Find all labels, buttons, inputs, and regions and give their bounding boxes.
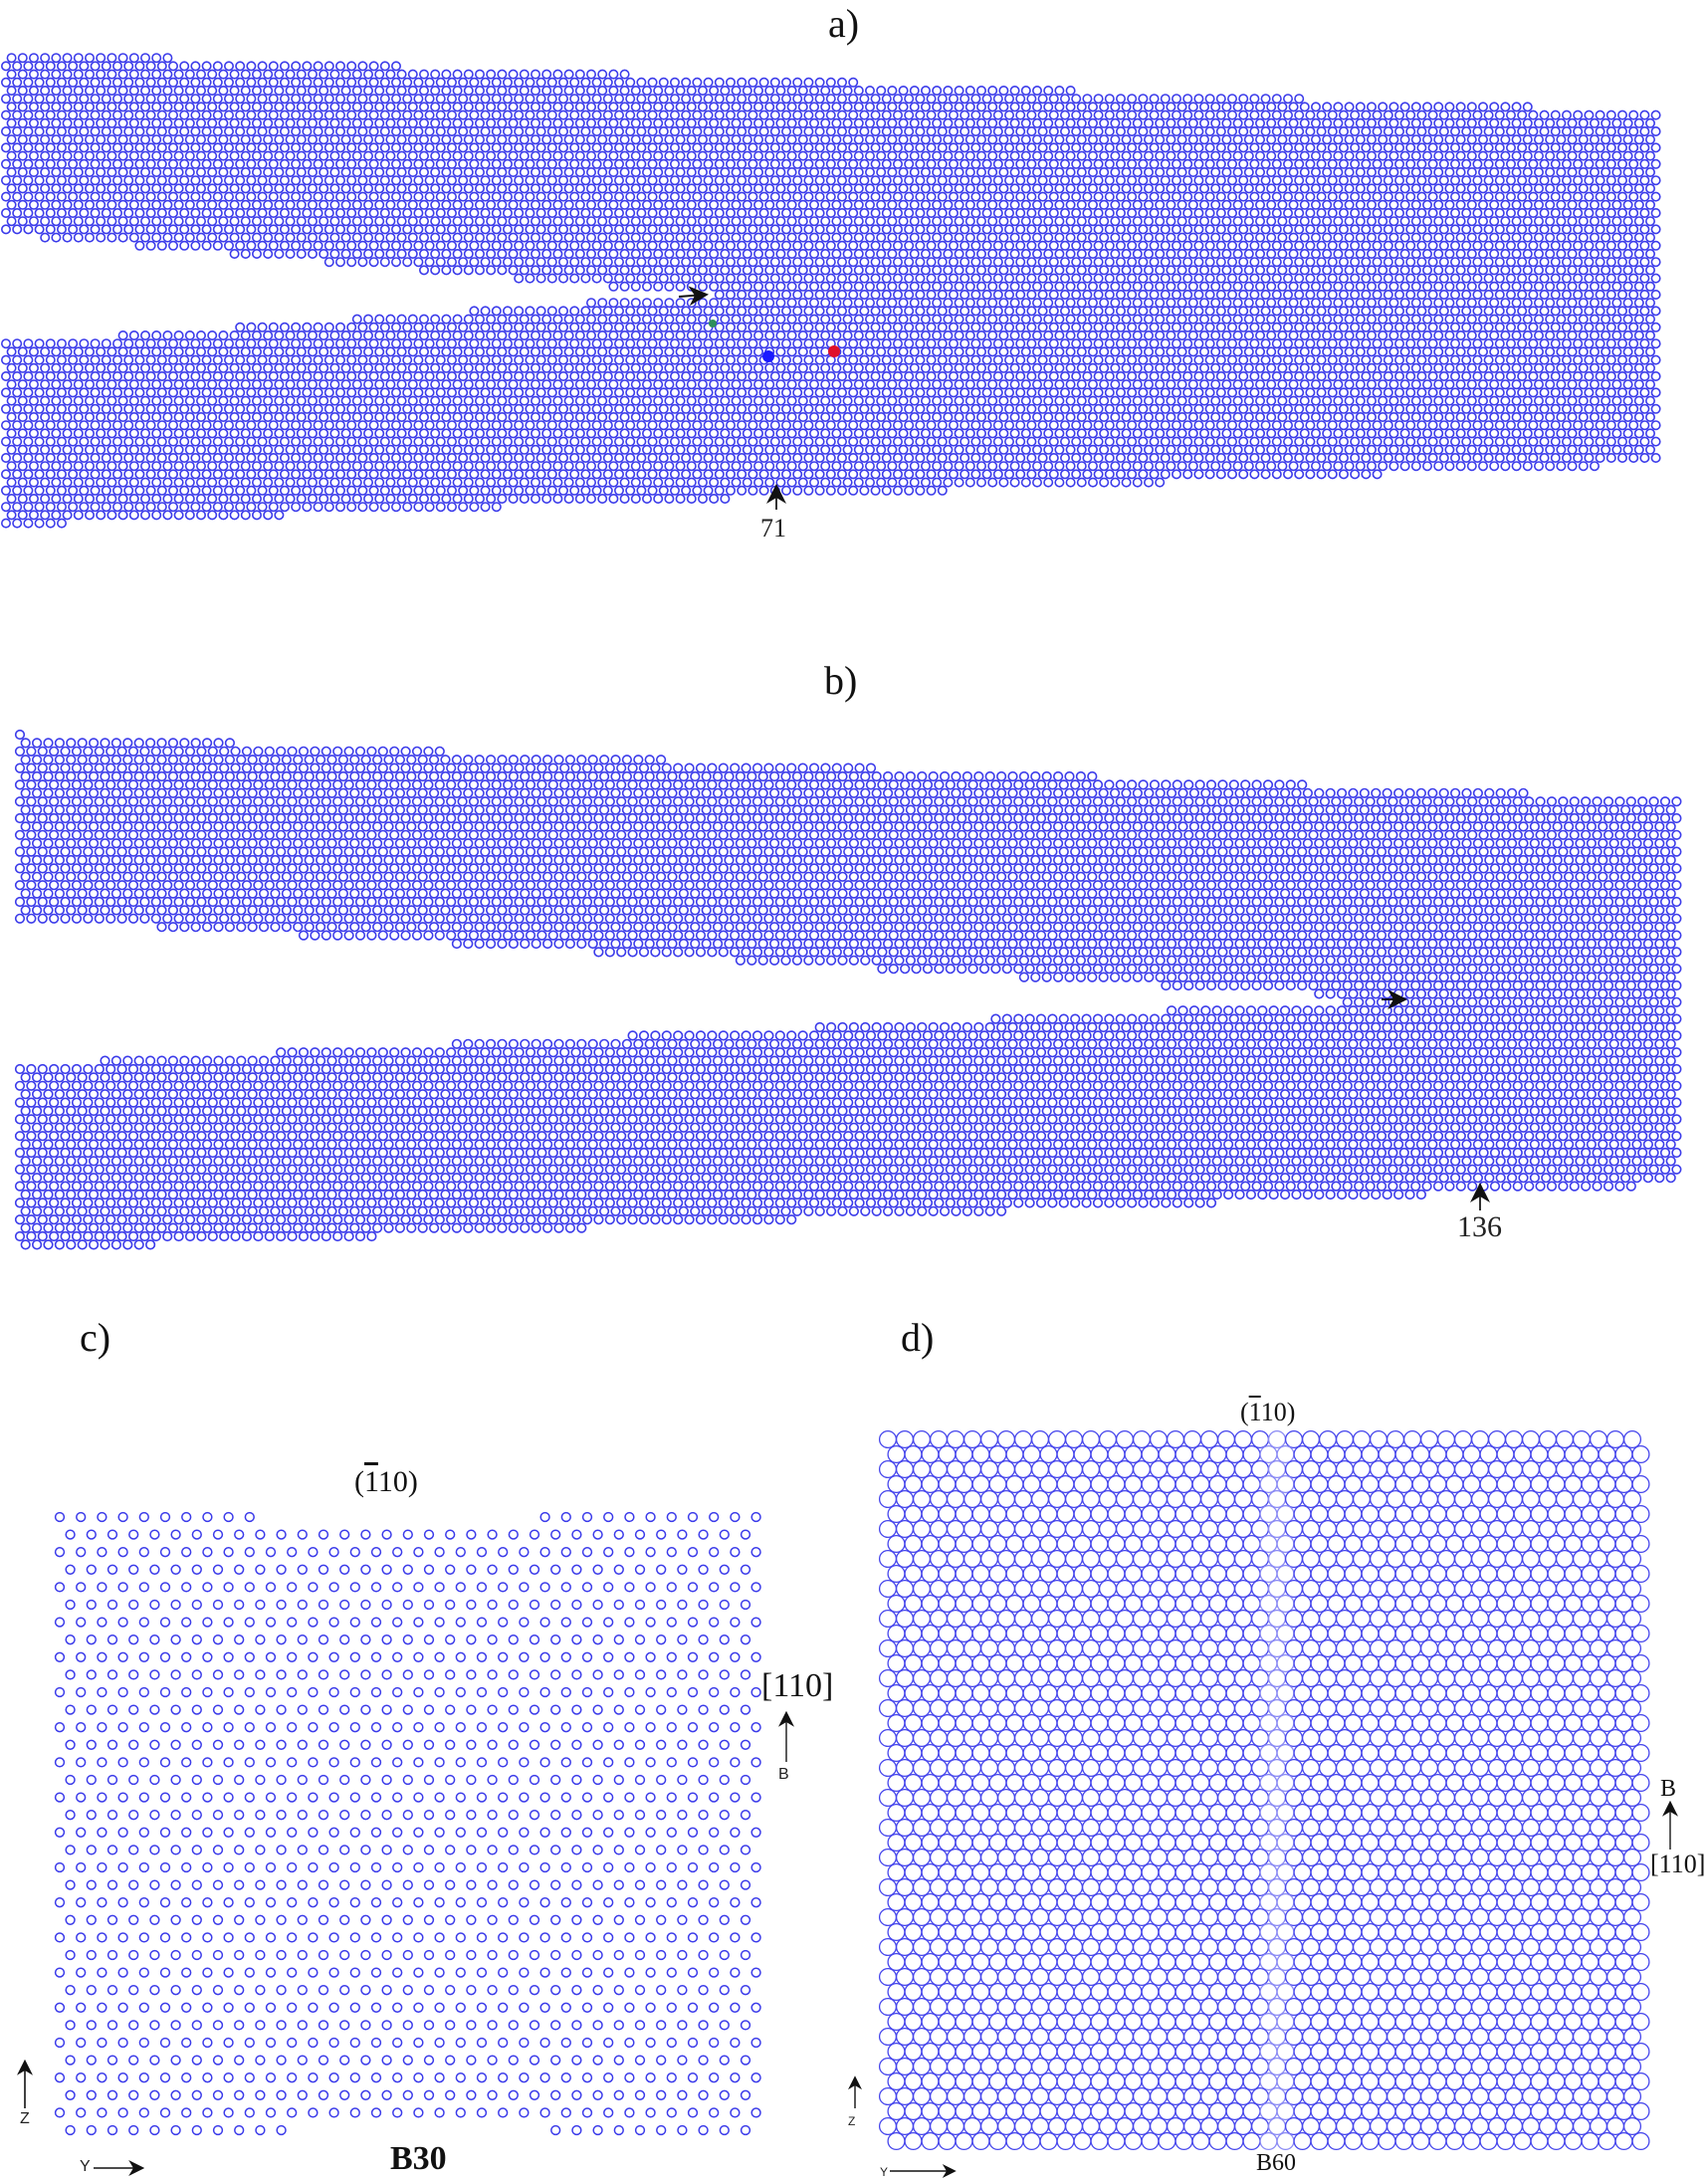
panel-d-atoms: [878, 1429, 1650, 2151]
panel-a-crack-tip-arrow-icon: [678, 286, 709, 307]
panel-d-label: d): [901, 1315, 935, 1360]
panel-b-atoms: [14, 729, 1682, 1250]
panel-d-dislocation-label: B60: [1256, 2150, 1297, 2176]
panel-a-atoms: [1, 53, 1661, 529]
panel-c-axis-y-label: Y: [80, 2158, 91, 2175]
panel-a-position-marker: 71: [760, 514, 786, 543]
panel-d-axis-y-label: Y: [880, 2165, 889, 2179]
panel-d-burgers-label: B: [1660, 1776, 1677, 1802]
panel-c-axis-z-label: Z: [20, 2110, 30, 2127]
panel-d-direction-label: [110]: [1650, 1850, 1706, 1878]
panel-c-direction-label: [110]: [761, 1667, 834, 1704]
panel-d-axis-z-label: Z: [848, 2114, 856, 2128]
panel-c-plane-label: (110): [354, 1465, 418, 1498]
panel-b-label: b): [824, 658, 858, 703]
panel-b-position-marker: 136: [1457, 1210, 1502, 1243]
panel-c-dislocation-label: B30: [390, 2140, 447, 2177]
panel-c-label: c): [80, 1315, 111, 1360]
panel-c-atoms: [54, 1511, 761, 2136]
panel-c-burgers-label: B: [778, 1766, 789, 1783]
panel-d-plane-label: (110): [1240, 1398, 1296, 1426]
panel-a-label: a): [828, 1, 860, 46]
